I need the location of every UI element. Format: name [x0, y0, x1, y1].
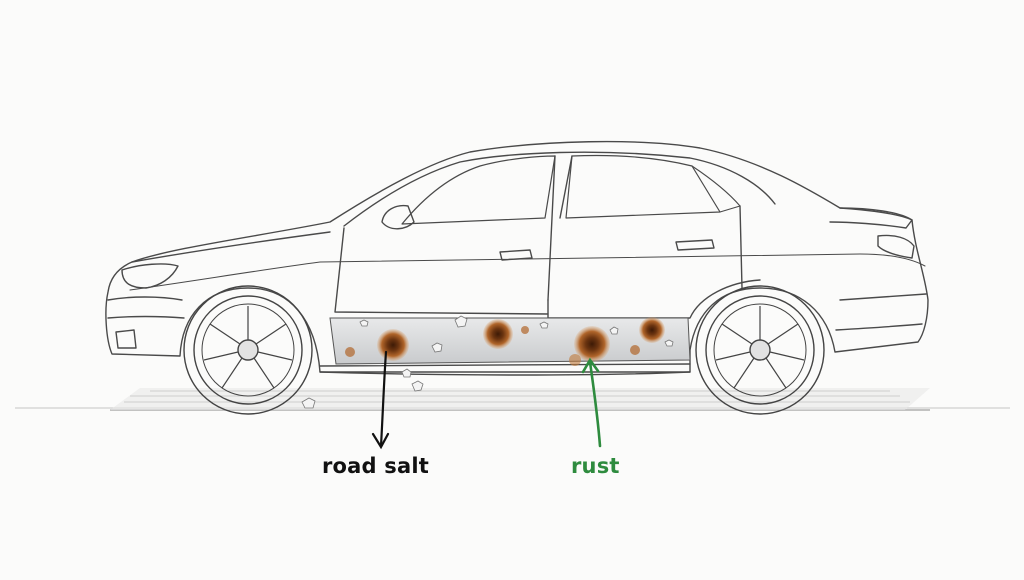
front-wheel [183, 285, 313, 415]
rust-spot [345, 347, 355, 357]
rust-label: rust [571, 454, 620, 478]
rust-spot [483, 319, 513, 349]
rust-spot [639, 317, 665, 343]
ground-shadow [15, 388, 1010, 411]
rust-spot [377, 329, 409, 361]
road-salt-arrow [371, 350, 390, 450]
rust-spot [574, 326, 610, 362]
rear-wheel [695, 285, 825, 415]
salt-debris [301, 315, 674, 409]
road-salt-label: road salt [322, 454, 430, 478]
rust-spot [630, 345, 640, 355]
car-body [105, 140, 929, 376]
rust-spot [521, 326, 529, 334]
rust-arrow [581, 357, 602, 448]
rust-spot [569, 354, 581, 366]
